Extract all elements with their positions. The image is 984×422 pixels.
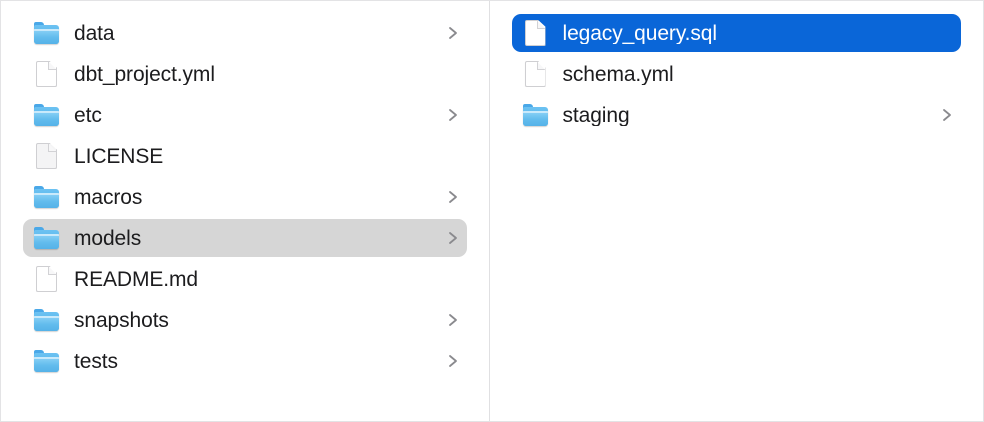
- item-label: data: [74, 22, 115, 44]
- finder-column-child[interactable]: legacy_query.sql schema.yml staging: [489, 1, 984, 421]
- folder-icon: [31, 224, 61, 252]
- folder-row[interactable]: etc: [23, 96, 467, 134]
- finder-column-child-rows: legacy_query.sql schema.yml staging: [490, 14, 984, 134]
- item-label: macros: [74, 186, 143, 208]
- file-icon: [31, 265, 61, 293]
- folder-row[interactable]: macros: [23, 178, 467, 216]
- item-label: README.md: [74, 268, 198, 290]
- folder-row[interactable]: staging: [512, 96, 962, 134]
- item-label: LICENSE: [74, 145, 164, 167]
- file-row[interactable]: schema.yml: [512, 55, 962, 93]
- folder-row[interactable]: data: [23, 14, 467, 52]
- chevron-right-icon[interactable]: [447, 229, 459, 247]
- chevron-right-icon[interactable]: [447, 106, 459, 124]
- file-row[interactable]: README.md: [23, 260, 467, 298]
- chevron-right-icon[interactable]: [447, 188, 459, 206]
- folder-icon: [31, 306, 61, 334]
- file-icon: [31, 142, 61, 170]
- folder-icon: [31, 183, 61, 211]
- file-row[interactable]: LICENSE: [23, 137, 467, 175]
- item-label: models: [74, 227, 142, 249]
- folder-icon: [520, 101, 550, 129]
- item-label: legacy_query.sql: [562, 22, 718, 44]
- folder-icon: [31, 101, 61, 129]
- file-row[interactable]: dbt_project.yml: [23, 55, 467, 93]
- file-icon: [520, 19, 550, 47]
- file-icon: [520, 60, 550, 88]
- file-row[interactable]: legacy_query.sql: [511, 14, 961, 52]
- item-label: etc: [74, 104, 102, 126]
- folder-icon: [31, 19, 61, 47]
- item-label: tests: [74, 350, 118, 372]
- item-label: snapshots: [74, 309, 169, 331]
- item-label: dbt_project.yml: [74, 63, 215, 85]
- chevron-right-icon[interactable]: [447, 24, 459, 42]
- folder-row[interactable]: tests: [23, 342, 467, 380]
- chevron-right-icon[interactable]: [447, 311, 459, 329]
- item-label: staging: [562, 104, 630, 126]
- chevron-right-icon[interactable]: [447, 352, 459, 370]
- folder-row[interactable]: models: [23, 219, 467, 257]
- chevron-right-icon[interactable]: [941, 106, 953, 124]
- folder-icon: [31, 347, 61, 375]
- folder-row[interactable]: snapshots: [23, 301, 467, 339]
- item-label: schema.yml: [562, 63, 674, 85]
- file-icon: [31, 60, 61, 88]
